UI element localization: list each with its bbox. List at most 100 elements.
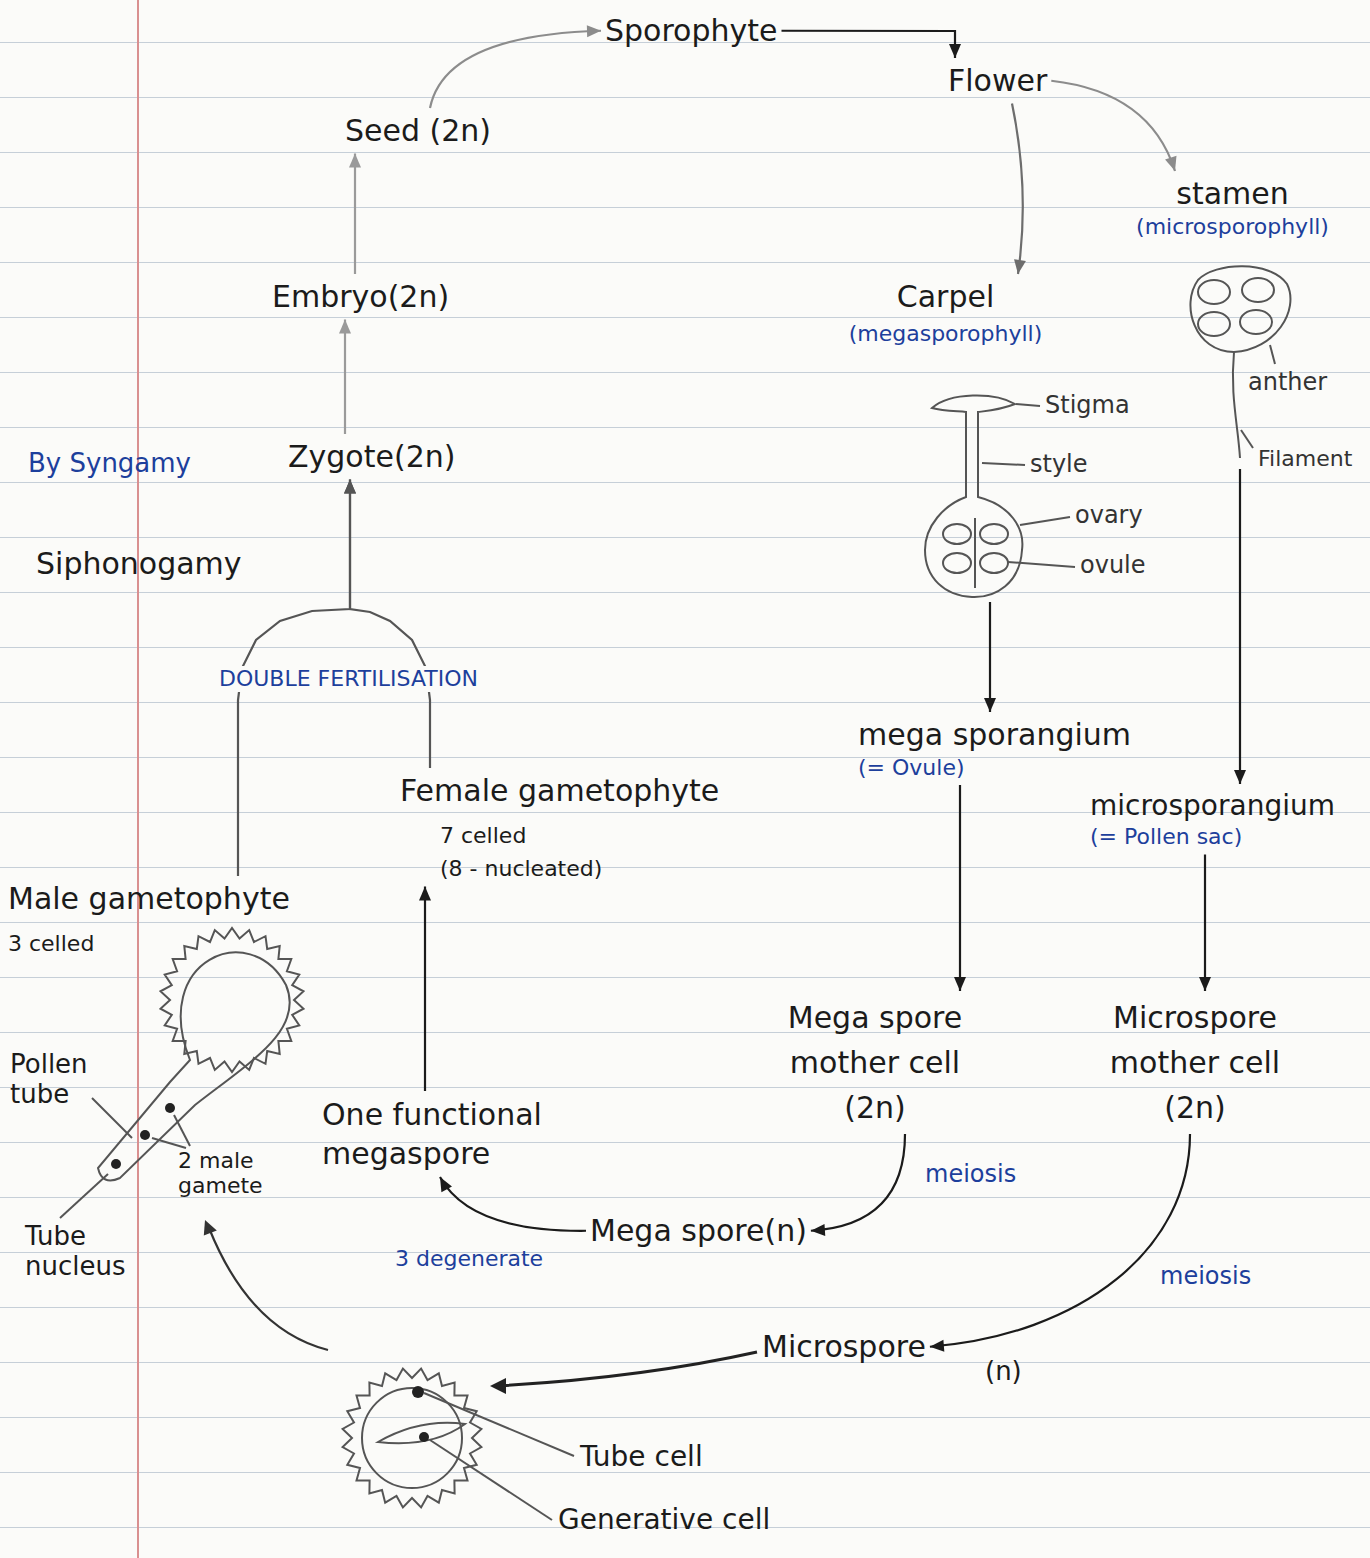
annotation-label: 2 male gamete bbox=[178, 1148, 298, 1199]
ovule-shape bbox=[943, 553, 971, 573]
stage-name: Mega spore mother cell (2n) bbox=[760, 995, 990, 1130]
edge-label: 3 degenerate bbox=[395, 1246, 543, 1272]
stage-name: Seed (2n) bbox=[345, 112, 491, 150]
connector-arrow bbox=[811, 1134, 905, 1236]
stage-note: (8 - nucleated) bbox=[400, 855, 719, 883]
annotation-label: By Syngamy bbox=[28, 448, 191, 479]
annotation-label: Tube nucleus bbox=[25, 1222, 155, 1282]
leader-line bbox=[1270, 345, 1275, 364]
tube-nucleus-dot bbox=[412, 1386, 424, 1398]
pollen-wall bbox=[343, 1369, 482, 1508]
stage-name: microsporangium bbox=[1090, 788, 1335, 823]
connector-arrow bbox=[344, 480, 430, 769]
stage-node: One functional megaspore bbox=[322, 1095, 602, 1173]
stage-node: microsporangium(= Pollen sac) bbox=[1090, 788, 1335, 851]
leader-line bbox=[1241, 430, 1253, 448]
stamen-drawing bbox=[1190, 266, 1290, 458]
connector-arrow bbox=[1012, 104, 1026, 275]
connector-line bbox=[344, 320, 346, 435]
connector-line bbox=[959, 785, 961, 991]
stage-note: (= Pollen sac) bbox=[1090, 823, 1335, 851]
arrow-head bbox=[440, 1177, 452, 1192]
leader-line bbox=[430, 1440, 552, 1520]
connector-arrow bbox=[984, 602, 996, 712]
stage-node: mega sporangium(= Ovule) bbox=[858, 716, 1131, 781]
stage-node: Microspore bbox=[762, 1328, 926, 1366]
leader-line bbox=[60, 1174, 108, 1218]
stage-name: One functional megaspore bbox=[322, 1095, 602, 1173]
male-gamete-dot bbox=[140, 1130, 150, 1140]
stage-name: Embryo(2n) bbox=[272, 278, 449, 316]
connector-line bbox=[440, 1177, 586, 1231]
pollen-tube-shape bbox=[98, 952, 290, 1180]
stage-note: (= Ovule) bbox=[858, 754, 1131, 782]
margin-line bbox=[137, 0, 139, 1558]
leader-line bbox=[424, 1393, 574, 1456]
pollen-tube-drawing bbox=[60, 928, 304, 1218]
pollen-grain-drawing bbox=[343, 1369, 574, 1520]
connector-arrow bbox=[1234, 469, 1246, 784]
arrow-head bbox=[1199, 977, 1211, 991]
stage-name: Carpel bbox=[838, 278, 1053, 316]
connector-line bbox=[1239, 469, 1241, 784]
annotation-label: Generative cell bbox=[558, 1503, 770, 1537]
arrow-head bbox=[587, 25, 601, 37]
stage-name: Flower bbox=[948, 62, 1047, 100]
stage-node: Embryo(2n) bbox=[272, 278, 449, 316]
leader-line bbox=[152, 1138, 186, 1148]
annotation-label: style bbox=[1030, 450, 1088, 479]
annotation-label: anther bbox=[1248, 368, 1327, 397]
stage-name: Male gametophyte bbox=[8, 880, 290, 918]
connector-arrow bbox=[954, 785, 966, 991]
arrow-head bbox=[811, 1224, 825, 1236]
pollen-sac-shape bbox=[1242, 278, 1274, 302]
ovule-shape bbox=[980, 524, 1008, 544]
arrow-head bbox=[419, 887, 431, 901]
edge-label: meiosis bbox=[1160, 1262, 1251, 1291]
stage-name: Microspore mother cell (2n) bbox=[1075, 995, 1315, 1130]
stage-node: Male gametophyte 3 celled bbox=[8, 880, 290, 957]
generative-cell-shape bbox=[378, 1423, 465, 1443]
stage-node: Mega spore(n) bbox=[590, 1212, 807, 1250]
tube-nucleus-dot bbox=[111, 1159, 121, 1169]
leader-line bbox=[92, 1098, 132, 1138]
anther-outline bbox=[1190, 266, 1290, 352]
stage-note: 3 celled bbox=[8, 930, 290, 958]
generative-nucleus bbox=[419, 1432, 429, 1442]
connector-line bbox=[989, 602, 991, 712]
connector-arrow bbox=[339, 320, 351, 435]
stage-name: mega sporangium bbox=[858, 716, 1131, 754]
connector-line bbox=[430, 31, 601, 108]
connector-arrow bbox=[1199, 855, 1211, 992]
connector-line bbox=[1051, 81, 1175, 171]
leader-line bbox=[1020, 517, 1070, 525]
stage-note: (megasporophyll) bbox=[838, 320, 1053, 348]
stage-note: 7 celled bbox=[400, 822, 719, 850]
ovule-shape bbox=[980, 553, 1008, 573]
connector-line bbox=[1012, 104, 1023, 275]
arrow-head bbox=[490, 1378, 506, 1394]
connector-arrow bbox=[349, 154, 361, 275]
stage-node: Carpel (megasporophyll) bbox=[838, 278, 1053, 598]
pistil-outline bbox=[925, 395, 1022, 597]
arrow-head bbox=[949, 44, 961, 58]
arrow-head bbox=[1165, 156, 1176, 171]
connector-line bbox=[811, 1134, 905, 1231]
placenta-line bbox=[974, 518, 976, 588]
annotation-label: Stigma bbox=[1045, 391, 1130, 420]
annotation-label: Siphonogamy bbox=[36, 546, 242, 582]
connector-line bbox=[782, 31, 956, 58]
connector-line bbox=[424, 887, 426, 1092]
connector-line bbox=[350, 480, 430, 769]
flow-arrow bbox=[209, 1228, 328, 1350]
stage-name: Zygote(2n) bbox=[288, 438, 455, 476]
arrow-head bbox=[1014, 259, 1026, 274]
connector-arrow bbox=[419, 887, 431, 1092]
annotation-label: DOUBLE FERTILISATION bbox=[215, 666, 482, 692]
connector-arrow bbox=[1051, 81, 1176, 171]
arrow-head bbox=[204, 1220, 217, 1236]
stage-node: Female gametophyte7 celled(8 - nucleated… bbox=[400, 772, 719, 883]
stage-name: Microspore bbox=[762, 1328, 926, 1366]
leader-line bbox=[982, 463, 1025, 465]
arrow-head bbox=[984, 698, 996, 712]
